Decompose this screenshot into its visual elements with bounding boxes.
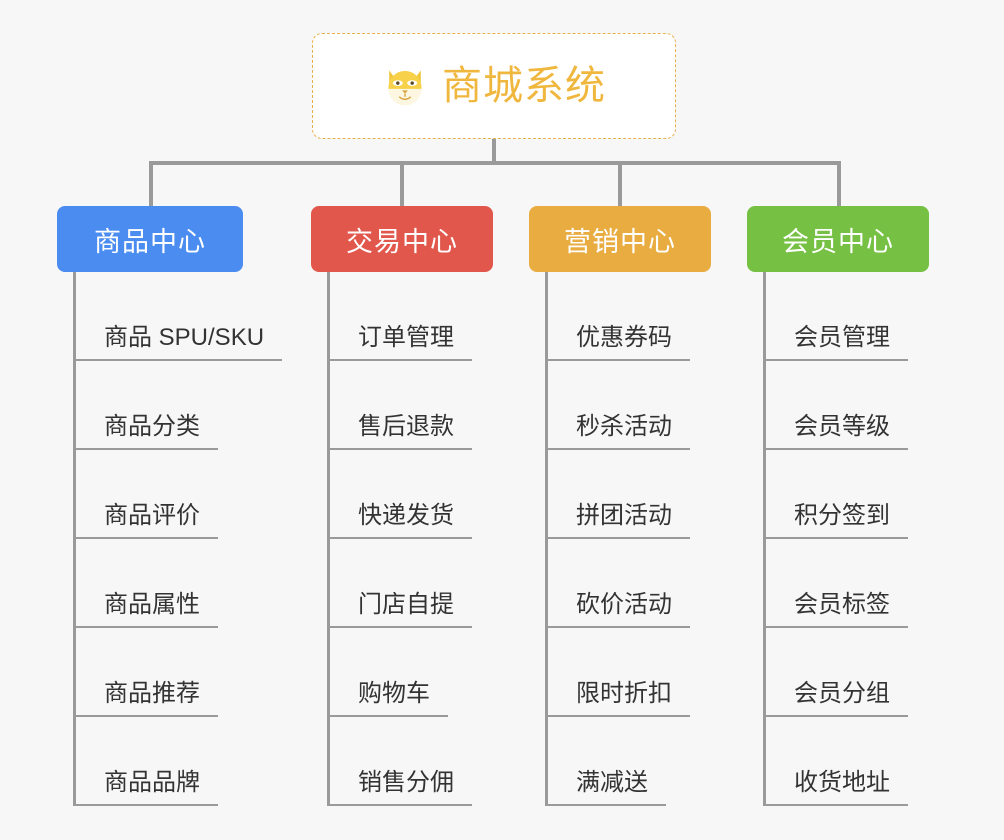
connector-root-stem xyxy=(492,139,496,163)
list-item[interactable]: 商品推荐 xyxy=(76,628,306,717)
branch-column-3: 营销中心 优惠券码 秒杀活动 拼团活动 砍价活动 限时折扣 满减送 xyxy=(529,206,778,806)
category-header-1[interactable]: 商品中心 xyxy=(57,206,243,272)
leaf-label: 商品分类 xyxy=(76,413,218,450)
branch-column-4: 会员中心 会员管理 会员等级 积分签到 会员标签 会员分组 收货地址 xyxy=(747,206,996,806)
leaf-label: 销售分佣 xyxy=(330,769,472,806)
list-item[interactable]: 满减送 xyxy=(548,717,778,806)
leaf-label: 订单管理 xyxy=(330,324,472,361)
leaf-label: 商品推荐 xyxy=(76,680,218,717)
list-item[interactable]: 售后退款 xyxy=(330,361,560,450)
leaf-label: 会员标签 xyxy=(766,591,908,628)
list-item[interactable]: 优惠券码 xyxy=(548,272,778,361)
list-item[interactable]: 砍价活动 xyxy=(548,539,778,628)
list-item[interactable]: 商品 SPU/SKU xyxy=(76,272,306,361)
list-item[interactable]: 商品属性 xyxy=(76,539,306,628)
leaf-label: 积分签到 xyxy=(766,502,908,539)
list-item[interactable]: 销售分佣 xyxy=(330,717,560,806)
list-item[interactable]: 拼团活动 xyxy=(548,450,778,539)
leaf-label: 商品品牌 xyxy=(76,769,218,806)
branch-column-1: 商品中心 商品 SPU/SKU 商品分类 商品评价 商品属性 商品推荐 商品品牌 xyxy=(57,206,306,806)
shiba-dog-face-icon xyxy=(388,70,422,106)
category-header-4[interactable]: 会员中心 xyxy=(747,206,929,272)
leaf-label: 商品属性 xyxy=(76,591,218,628)
list-item[interactable]: 商品品牌 xyxy=(76,717,306,806)
list-item[interactable]: 秒杀活动 xyxy=(548,361,778,450)
category-header-4-label: 会员中心 xyxy=(782,226,894,257)
list-item[interactable]: 会员标签 xyxy=(766,539,996,628)
category-header-3[interactable]: 营销中心 xyxy=(529,206,711,272)
leaf-label: 会员等级 xyxy=(766,413,908,450)
leaf-label: 售后退款 xyxy=(330,413,472,450)
list-item[interactable]: 限时折扣 xyxy=(548,628,778,717)
connector-horizontal-bus xyxy=(149,161,841,165)
list-item[interactable]: 会员管理 xyxy=(766,272,996,361)
list-item[interactable]: 会员分组 xyxy=(766,628,996,717)
list-item[interactable]: 门店自提 xyxy=(330,539,560,628)
list-item[interactable]: 购物车 xyxy=(330,628,560,717)
connector-drop-3 xyxy=(618,161,622,206)
leaf-list-4: 会员管理 会员等级 积分签到 会员标签 会员分组 收货地址 xyxy=(763,272,996,806)
list-item[interactable]: 商品分类 xyxy=(76,361,306,450)
leaf-label: 拼团活动 xyxy=(548,502,690,539)
leaf-list-1: 商品 SPU/SKU 商品分类 商品评价 商品属性 商品推荐 商品品牌 xyxy=(73,272,306,806)
root-node[interactable]: 商城系统 xyxy=(312,33,676,139)
leaf-label: 商品 SPU/SKU xyxy=(76,324,283,361)
leaf-label: 会员分组 xyxy=(766,680,908,717)
list-item[interactable]: 商品评价 xyxy=(76,450,306,539)
category-header-2-label: 交易中心 xyxy=(346,226,458,257)
category-header-2[interactable]: 交易中心 xyxy=(311,206,493,272)
leaf-label: 砍价活动 xyxy=(548,591,690,628)
leaf-label: 收货地址 xyxy=(766,769,908,806)
category-header-1-label: 商品中心 xyxy=(94,226,206,257)
list-item[interactable]: 快递发货 xyxy=(330,450,560,539)
list-item[interactable]: 收货地址 xyxy=(766,717,996,806)
leaf-label: 购物车 xyxy=(330,680,448,717)
leaf-label: 快递发货 xyxy=(330,502,472,539)
leaf-label: 门店自提 xyxy=(330,591,472,628)
leaf-label: 限时折扣 xyxy=(548,680,690,717)
list-item[interactable]: 会员等级 xyxy=(766,361,996,450)
leaf-label: 优惠券码 xyxy=(548,324,690,361)
leaf-list-3: 优惠券码 秒杀活动 拼团活动 砍价活动 限时折扣 满减送 xyxy=(545,272,778,806)
list-item[interactable]: 订单管理 xyxy=(330,272,560,361)
root-title: 商城系统 xyxy=(442,64,606,108)
connector-drop-4 xyxy=(837,161,841,206)
leaf-label: 满减送 xyxy=(548,769,666,806)
category-header-3-label: 营销中心 xyxy=(564,226,676,257)
leaf-label: 商品评价 xyxy=(76,502,218,539)
list-item[interactable]: 积分签到 xyxy=(766,450,996,539)
connector-drop-1 xyxy=(149,161,153,206)
leaf-label: 会员管理 xyxy=(766,324,908,361)
leaf-label: 秒杀活动 xyxy=(548,413,690,450)
connector-drop-2 xyxy=(400,161,404,206)
leaf-list-2: 订单管理 售后退款 快递发货 门店自提 购物车 销售分佣 xyxy=(327,272,560,806)
branch-column-2: 交易中心 订单管理 售后退款 快递发货 门店自提 购物车 销售分佣 xyxy=(311,206,560,806)
